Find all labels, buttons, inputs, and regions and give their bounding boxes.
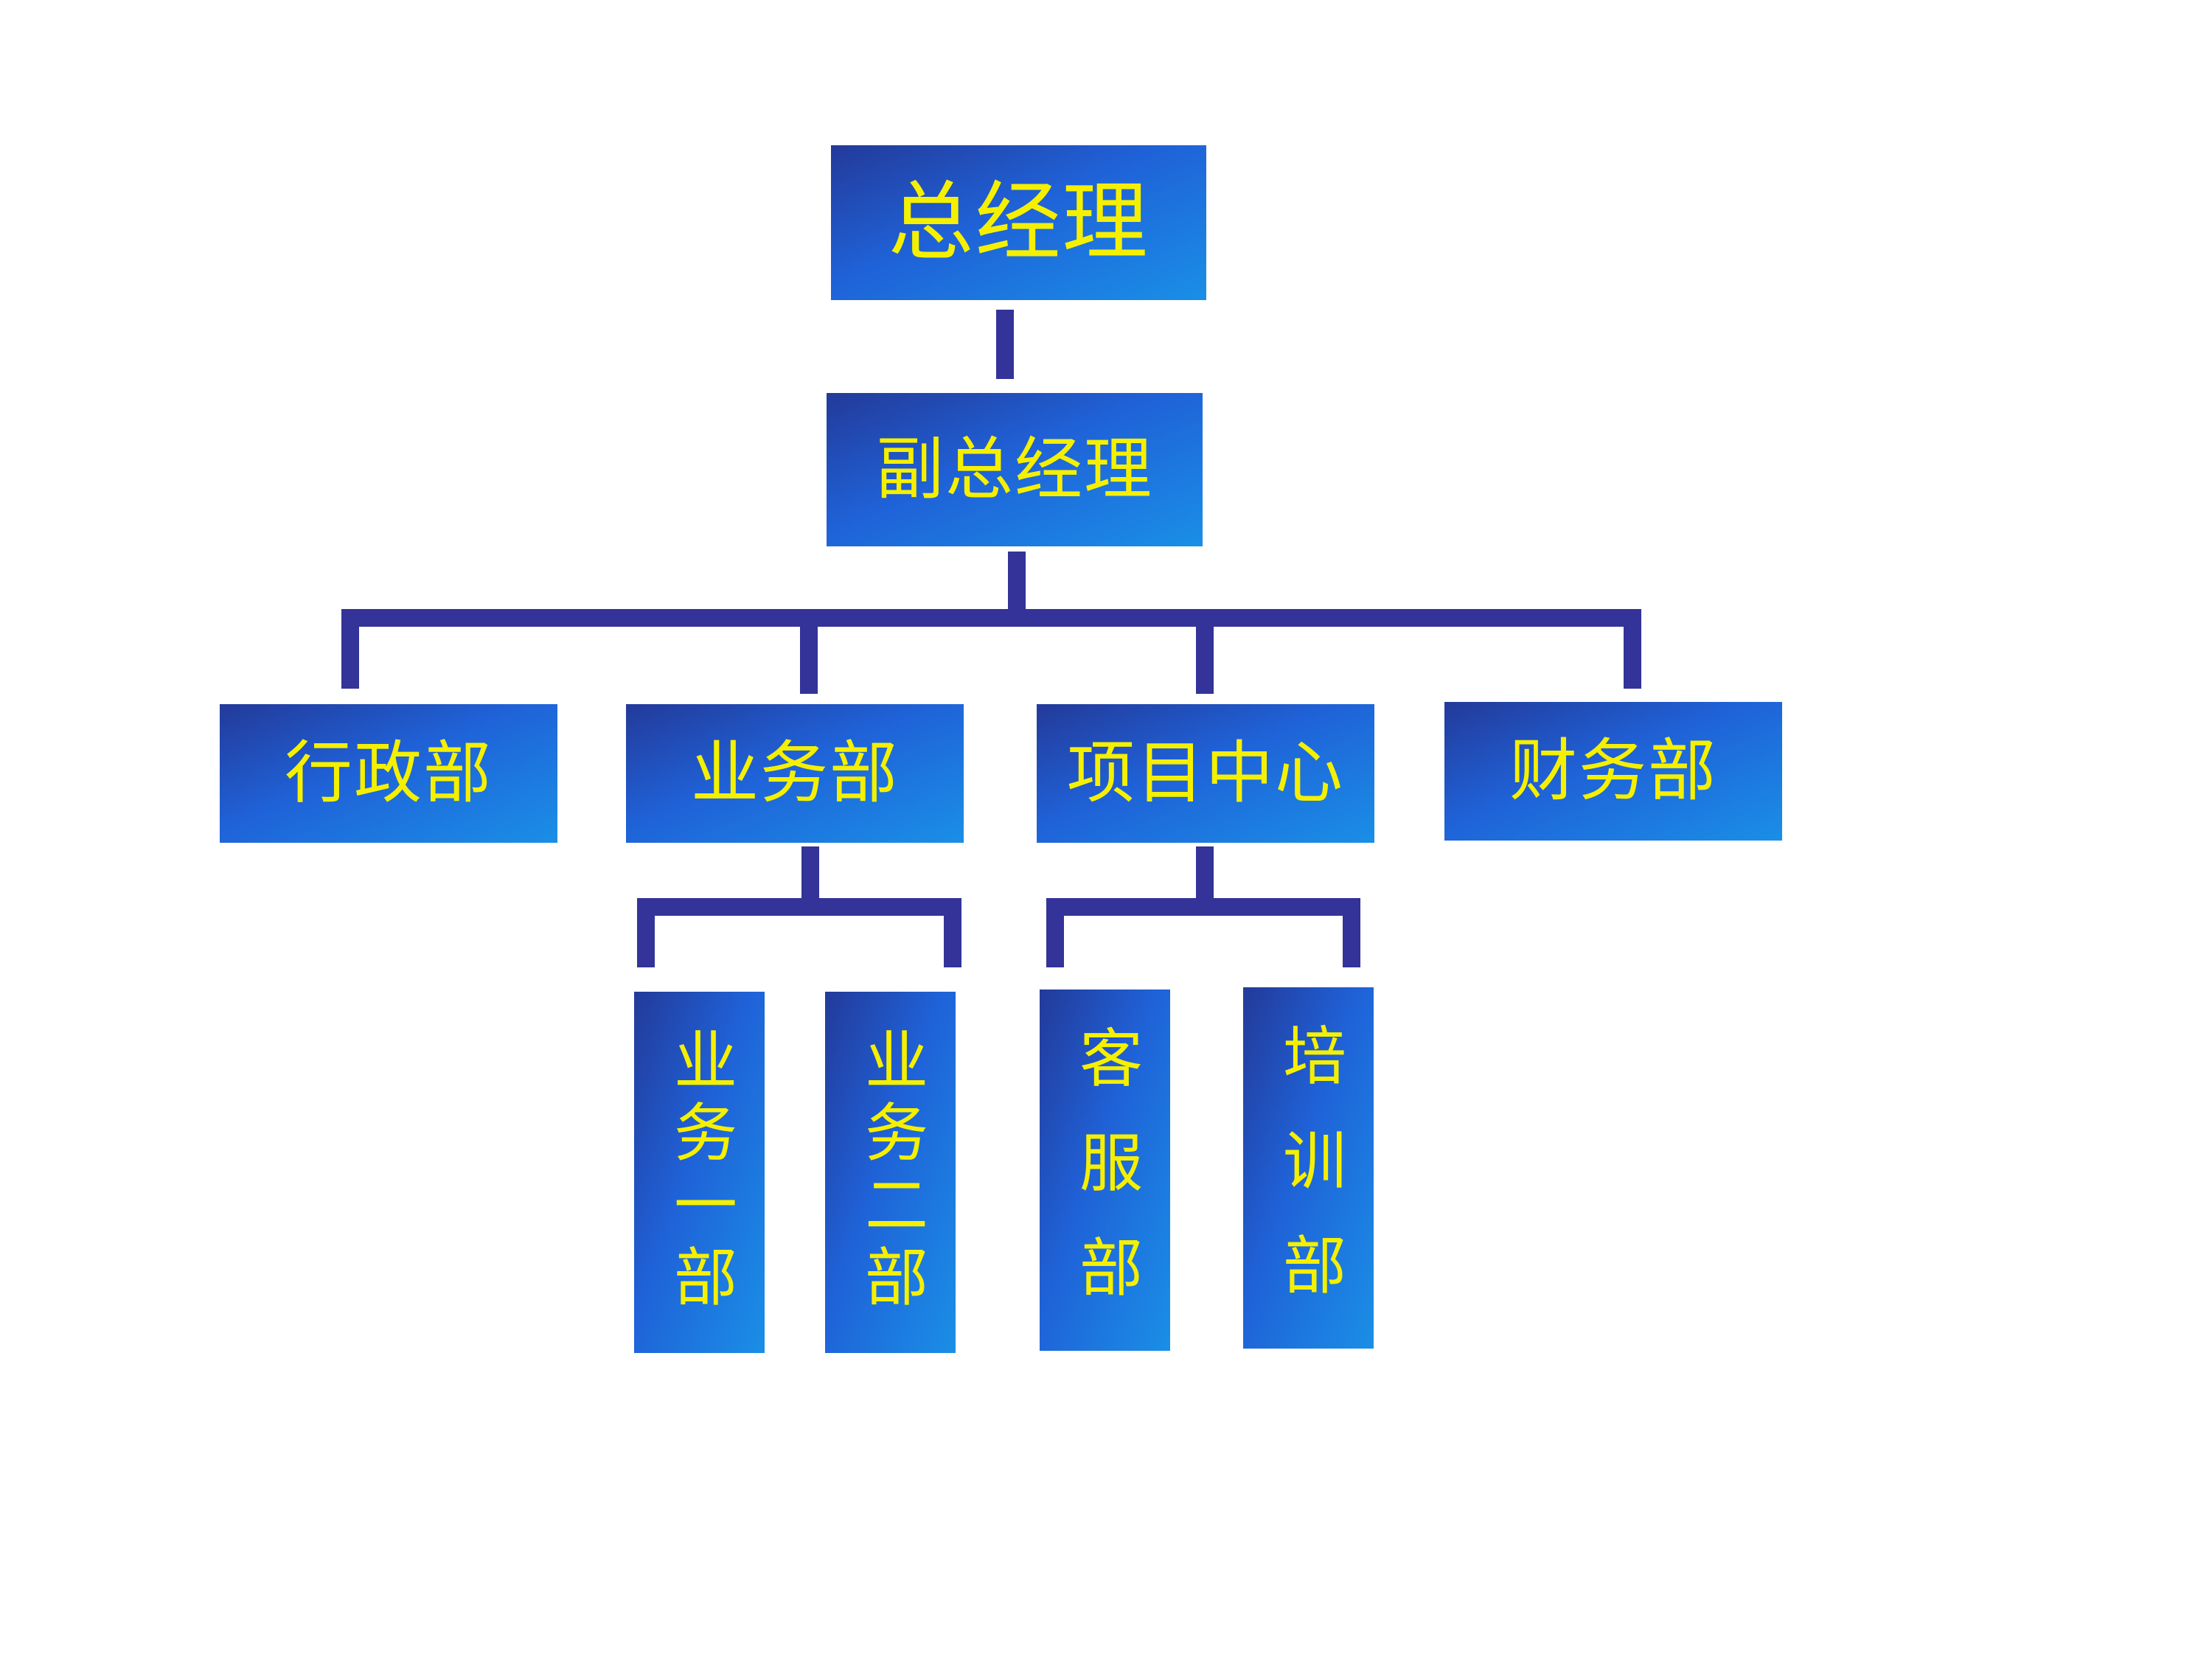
node-label: 项目中心 [1066,734,1344,813]
node-project-center: 项目中心 [1037,704,1374,843]
node-deputy-general-manager: 副总经理 [827,393,1203,546]
node-label: 业务一部 [662,1027,737,1316]
node-training-dept: 培训部 [1243,987,1374,1349]
connector-business-bar [637,898,961,916]
node-label: 培训部 [1271,1023,1346,1337]
connector-dept-4 [1624,609,1641,689]
node-label: 总经理 [888,173,1150,272]
node-customer-service-dept: 客服部 [1040,990,1170,1351]
connector-dept-2 [800,609,818,694]
node-label: 业务部 [690,734,899,813]
connector-project-sub-2 [1343,898,1360,967]
connector-top-to-second [996,310,1014,379]
node-label: 副总经理 [875,430,1153,509]
connector-dept-1 [341,609,359,689]
connector-project-down [1196,846,1214,904]
connector-business-sub-1 [637,898,655,967]
connector-business-sub-2 [944,898,961,967]
node-label: 行政部 [284,734,493,813]
connector-dept-bar [341,609,1641,627]
connector-project-bar [1046,898,1360,916]
node-administration-dept: 行政部 [220,704,557,843]
node-business-unit-1: 业务一部 [634,992,765,1353]
node-label: 财务部 [1509,731,1717,810]
node-business-dept: 业务部 [626,704,964,843]
connector-project-sub-1 [1046,898,1064,967]
connector-dept-3 [1196,609,1214,694]
connector-business-down [801,846,819,904]
node-finance-dept: 财务部 [1444,702,1782,841]
node-general-manager: 总经理 [831,145,1206,300]
node-label: 业务二部 [853,1027,928,1316]
node-business-unit-2: 业务二部 [825,992,956,1353]
node-label: 客服部 [1068,1025,1142,1339]
